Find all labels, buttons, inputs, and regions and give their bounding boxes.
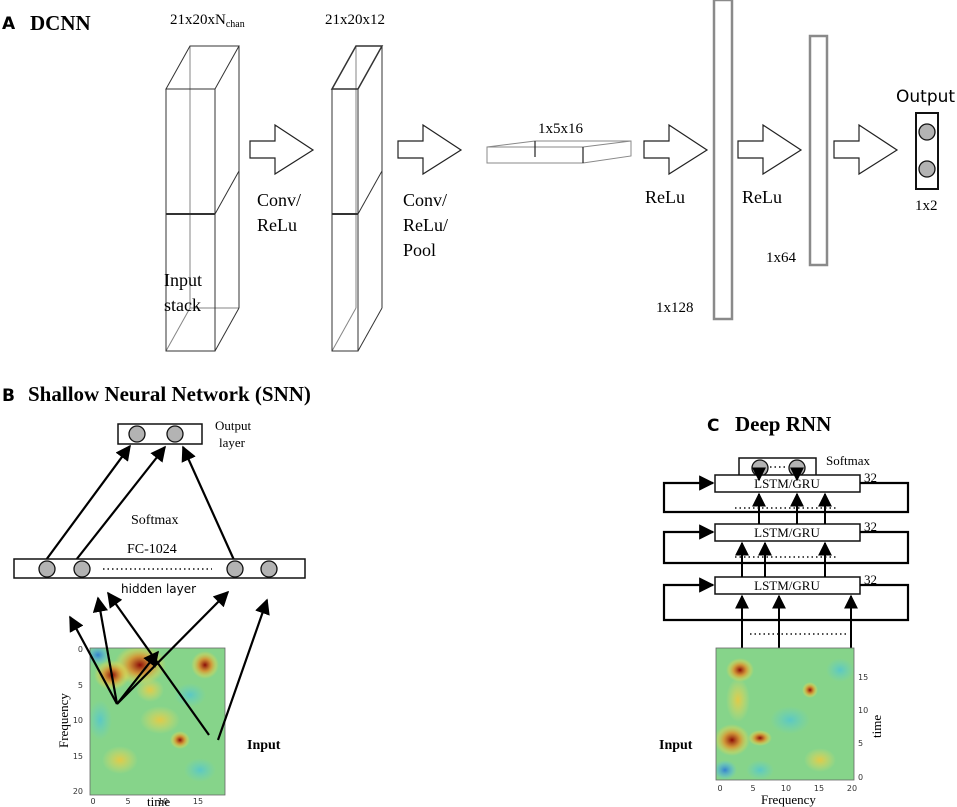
fc-128-label: 1x128 — [656, 300, 694, 316]
pool-dims-label: 1x5x16 — [538, 121, 584, 137]
panel-c-letter: C — [707, 416, 719, 436]
svg-text:20: 20 — [73, 787, 83, 796]
conv-relu-label-1: Conv/ — [257, 190, 301, 210]
svg-text:0: 0 — [858, 773, 863, 782]
panel-b: B Shallow Neural Network (SNN) Output la… — [2, 382, 311, 807]
rnn-output-node — [788, 459, 806, 477]
svg-text:15: 15 — [73, 752, 83, 761]
rnn-input-label: Input — [659, 738, 693, 753]
input-stack-box — [165, 45, 240, 352]
snn-hidden-label: hidden layer — [121, 582, 196, 596]
rnn-axis-ticks: 0 5 10 15 20 0 5 10 15 — [717, 673, 868, 793]
panel-b-letter: B — [2, 386, 15, 406]
snn-output-node — [166, 425, 184, 443]
input-stack-label-2: stack — [164, 295, 201, 315]
conv-relu-pool-label-2: ReLu/ — [403, 215, 448, 235]
arrow-right-icon — [643, 123, 709, 176]
svg-text:0: 0 — [90, 797, 95, 806]
svg-text:0: 0 — [717, 784, 722, 793]
rnn-x-axis-label: Frequency — [761, 792, 816, 807]
snn-softmax-arrows — [45, 444, 236, 561]
conv-relu-label-2: ReLu — [257, 215, 297, 235]
rnn-ellipsis — [735, 466, 846, 635]
rnn-y-axis-label: time — [869, 715, 884, 738]
snn-output-node — [128, 425, 146, 443]
snn-hidden-node — [73, 560, 91, 578]
svg-text:10: 10 — [858, 706, 868, 715]
snn-softmax-label: Softmax — [131, 513, 178, 528]
panel-b-title: Shallow Neural Network (SNN) — [28, 382, 311, 406]
svg-text:0: 0 — [78, 645, 83, 654]
svg-text:10: 10 — [73, 716, 83, 725]
fc-64-bar — [808, 34, 829, 267]
panel-a-letter: A — [2, 14, 16, 34]
snn-hidden-node — [226, 560, 244, 578]
snn-x-axis-label: time — [147, 794, 170, 807]
snn-axis-ticks: 0 5 10 15 20 0 5 10 15 — [73, 645, 203, 806]
svg-text:10: 10 — [158, 797, 168, 806]
rnn-output-node — [751, 459, 769, 477]
svg-text:20: 20 — [847, 784, 857, 793]
conv-relu-pool-label-1: Conv/ — [403, 190, 447, 210]
snn-y-axis-label: Frequency — [56, 693, 71, 748]
snn-hidden-node — [260, 560, 278, 578]
input-stack-label-1: Input — [164, 270, 202, 290]
svg-text:5: 5 — [858, 739, 863, 748]
snn-output-label-2: layer — [219, 435, 246, 450]
rnn-vertical-arrows — [735, 467, 858, 648]
pooled-slab — [486, 140, 632, 164]
relu-label-2: ReLu — [742, 187, 782, 207]
snn-hidden-node — [38, 560, 56, 578]
snn-fc-label: FC-1024 — [127, 542, 177, 557]
rnn-units-label: 32 — [864, 519, 877, 534]
rnn-softmax-label: Softmax — [826, 453, 871, 468]
rnn-units-label: 32 — [864, 470, 877, 485]
input-dims-label: 21x20xNchan — [170, 12, 245, 30]
svg-text:10: 10 — [781, 784, 791, 793]
svg-text:15: 15 — [193, 797, 203, 806]
snn-output-label-1: Output — [215, 418, 252, 433]
panel-a-title: DCNN — [30, 11, 91, 35]
rnn-units-label: 32 — [864, 572, 877, 587]
fc-64-label: 1x64 — [766, 250, 797, 266]
panel-c: C Deep RNN Softmax LSTM/GRU LSTM/GRU LST… — [659, 412, 910, 807]
conv-output-box — [330, 45, 384, 352]
output-title: Output — [896, 87, 955, 107]
rnn-input-heatmap — [715, 647, 855, 781]
rnn-recurrent-loops — [662, 475, 910, 622]
panel-a: A DCNN 21x20xNchan Input stack Conv/ ReL… — [2, 0, 955, 352]
panel-c-title: Deep RNN — [735, 412, 831, 436]
rnn-layer-label: LSTM/GRU — [754, 525, 820, 540]
arrow-right-icon — [737, 123, 803, 176]
output-node — [918, 160, 936, 178]
fc-128-bar — [712, 0, 734, 321]
snn-input-heatmap — [89, 647, 226, 796]
output-dims-label: 1x2 — [915, 198, 938, 214]
arrow-right-icon — [397, 123, 463, 176]
svg-text:5: 5 — [78, 681, 83, 690]
conv-relu-pool-label-3: Pool — [403, 240, 436, 260]
arrow-right-icon — [833, 123, 899, 176]
snn-input-label: Input — [247, 738, 281, 753]
svg-text:15: 15 — [814, 784, 824, 793]
rnn-layer-label: LSTM/GRU — [754, 476, 820, 491]
snn-input-arrows — [69, 590, 270, 741]
svg-text:15: 15 — [858, 673, 868, 682]
svg-text:5: 5 — [750, 784, 755, 793]
svg-text:5: 5 — [125, 797, 130, 806]
conv-dims-label: 21x20x12 — [325, 12, 385, 28]
relu-label-1: ReLu — [645, 187, 685, 207]
arrow-right-icon — [249, 123, 315, 176]
rnn-layer-label: LSTM/GRU — [754, 578, 820, 593]
output-node — [918, 123, 936, 141]
